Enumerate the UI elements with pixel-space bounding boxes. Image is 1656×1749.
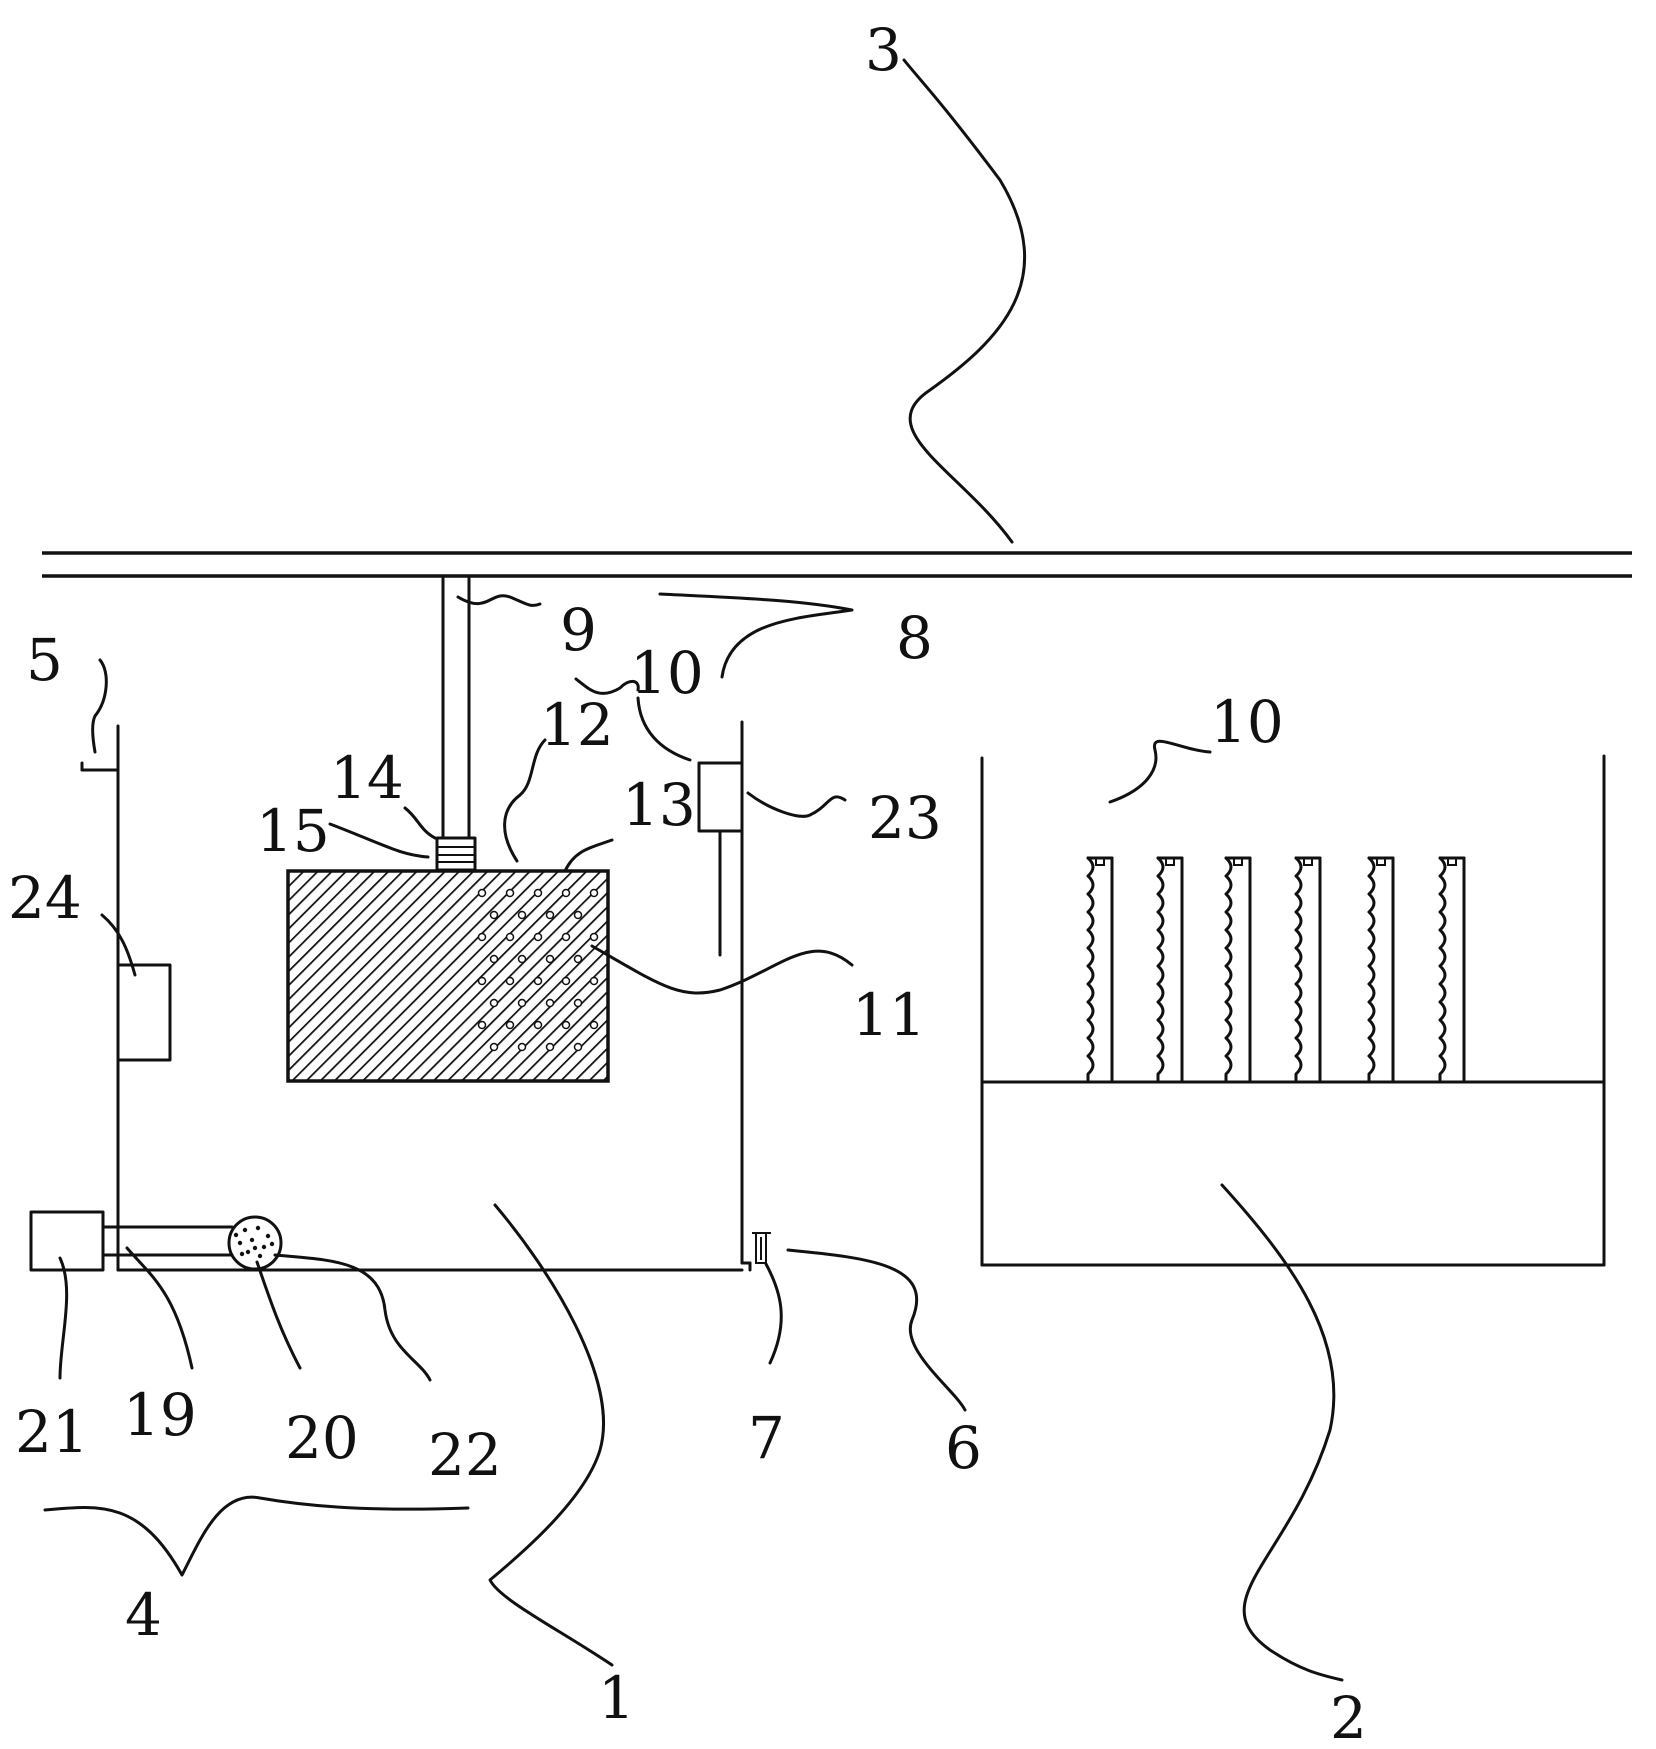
label-3: 3 [865, 16, 902, 84]
diffuser-dot [233, 1232, 239, 1238]
hole [489, 954, 499, 964]
label-1: 1 [598, 1664, 635, 1732]
box-21 [29, 1210, 105, 1272]
hole [505, 976, 515, 986]
hole [561, 888, 571, 898]
label-10-top: 10 [630, 639, 704, 707]
wavy-rod [1224, 856, 1252, 1084]
hole [533, 976, 543, 986]
label-8: 8 [896, 604, 933, 672]
label-24: 24 [8, 864, 82, 932]
hole [561, 932, 571, 942]
hole [545, 954, 555, 964]
label-22: 22 [428, 1421, 502, 1489]
label-13: 13 [622, 771, 696, 839]
wavy-rod [1367, 856, 1395, 1084]
hole [505, 888, 515, 898]
label-14: 14 [330, 744, 404, 812]
hole [545, 998, 555, 1008]
diffuser-ball-20 [227, 1215, 283, 1271]
hole [573, 998, 583, 1008]
hole [589, 888, 599, 898]
diffuser-dot [242, 1227, 248, 1233]
label-12: 12 [540, 691, 614, 759]
hatched-block [286, 869, 610, 1083]
hole [517, 910, 527, 920]
hole [533, 888, 543, 898]
box-24 [116, 963, 172, 1062]
apparatus-4 [29, 1210, 283, 1272]
hole [517, 998, 527, 1008]
label-10-right: 10 [1210, 688, 1284, 756]
hole [533, 932, 543, 942]
label-9: 9 [560, 596, 597, 664]
diffuser-dot [237, 1240, 243, 1246]
diffuser-dot [257, 1253, 263, 1259]
hole [489, 910, 499, 920]
hole [517, 1042, 527, 1052]
hole [589, 932, 599, 942]
hole [573, 1042, 583, 1052]
hole [533, 1020, 543, 1030]
wavy-rod [1156, 856, 1184, 1084]
label-2: 2 [1330, 1684, 1367, 1749]
valve-7 [752, 1232, 771, 1264]
top-rail [42, 551, 1632, 578]
leader-lines [43, 58, 1344, 1682]
hole [489, 1042, 499, 1052]
hole [477, 1020, 487, 1030]
label-4: 4 [125, 1581, 162, 1649]
hole [477, 976, 487, 986]
hole [477, 888, 487, 898]
hole [545, 1042, 555, 1052]
hole [561, 976, 571, 986]
hole [561, 1020, 571, 1030]
diffuser-dot [239, 1251, 245, 1257]
hole [589, 976, 599, 986]
diffuser-dot [249, 1237, 255, 1243]
hole [517, 954, 527, 964]
label-15: 15 [256, 797, 330, 865]
diffuser-dot [269, 1241, 275, 1247]
label-23: 23 [868, 784, 942, 852]
label-7: 7 [748, 1404, 785, 1472]
wavy-rods [1086, 856, 1466, 1084]
diffuser-dots [233, 1225, 275, 1259]
labels: 3 9 8 10 5 12 14 13 15 23 10 24 11 21 19… [8, 16, 1367, 1749]
wavy-rod [1086, 856, 1114, 1084]
hole [573, 910, 583, 920]
label-21: 21 [15, 1398, 89, 1466]
diffuser-dot [255, 1225, 261, 1231]
hole [573, 954, 583, 964]
wavy-rod [1294, 856, 1322, 1084]
label-11: 11 [852, 981, 926, 1049]
hole-grid [477, 888, 599, 1052]
label-5: 5 [26, 626, 63, 694]
label-19: 19 [123, 1381, 197, 1449]
box-23 [697, 761, 744, 957]
inlet-5 [80, 724, 120, 772]
wavy-rod [1438, 856, 1466, 1084]
hole [505, 1020, 515, 1030]
hole [545, 910, 555, 920]
label-6: 6 [945, 1414, 982, 1482]
connector-14-15 [435, 836, 477, 872]
diffuser-dot [261, 1244, 267, 1250]
label-20: 20 [285, 1404, 359, 1472]
diffuser-dot [252, 1245, 258, 1251]
vertical-pipe [441, 575, 471, 840]
hole [505, 932, 515, 942]
hole [477, 932, 487, 942]
diffuser-dot [245, 1249, 251, 1255]
hole [489, 998, 499, 1008]
diffuser-dot [265, 1233, 271, 1239]
hole [589, 1020, 599, 1030]
right-tank [980, 754, 1606, 1267]
